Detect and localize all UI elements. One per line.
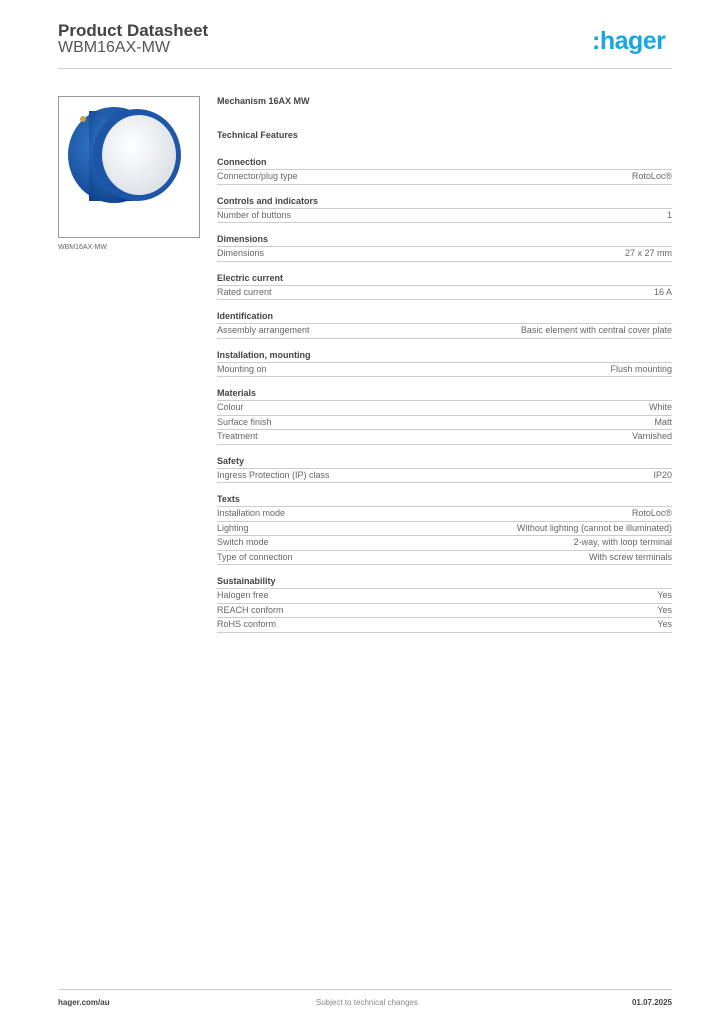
spec-label: Dimensions [217, 248, 265, 258]
footer-note: Subject to technical changes [316, 998, 418, 1007]
spec-value: Yes [657, 604, 672, 615]
footer-divider [58, 989, 672, 990]
spec-row: Type of connection With screw terminals [217, 551, 672, 565]
section-heading: Safety [217, 455, 672, 469]
spec-value: 2-way, with loop terminal [573, 537, 672, 547]
spec-label: Ingress Protection (IP) class [217, 469, 330, 480]
spec-row: REACH conform Yes [217, 604, 672, 618]
section-heading: Connection [217, 156, 672, 170]
spec-row: Mounting on Flush mounting [217, 363, 672, 377]
spec-row: Assembly arrangement Basic element with c… [217, 324, 672, 339]
spec-label: Halogen free [217, 590, 269, 600]
spec-value: With screw terminals [588, 551, 672, 562]
spec-label: Treatment [217, 431, 258, 441]
spec-label: Mounting on [217, 363, 267, 374]
spec-label: Rated current [217, 286, 272, 297]
product-name: Mechanism 16AX MW [217, 96, 310, 106]
footer-website[interactable]: hager.com/au [58, 998, 110, 1007]
section-heading: Electric current [217, 272, 672, 286]
spec-row: Number of buttons 1 [217, 209, 672, 223]
spec-row: Colour White [217, 401, 672, 416]
spec-value: IP20 [653, 469, 672, 480]
spec-row: Ingress Protection (IP) class IP20 [217, 469, 672, 483]
section-heading: Controls and indicators [217, 195, 672, 209]
spec-label: Installation mode [217, 508, 286, 518]
section-heading: Dimensions [217, 233, 672, 247]
spec-row: Lighting Without lighting (cannot be illu… [217, 522, 672, 536]
spec-label: Surface finish [217, 416, 272, 427]
spec-row: Connector/plug type RotoLoc® [217, 170, 672, 185]
product-image [58, 96, 200, 238]
spec-label: Number of buttons [217, 209, 292, 220]
page-title: Product Datasheet [58, 21, 209, 40]
spec-value: Yes [657, 590, 672, 600]
hager-logo: :hager [592, 27, 666, 55]
spec-value: RotoLoc® [631, 171, 672, 181]
spec-row: Surface finish Matt [217, 416, 672, 430]
spec-value: 16 A [653, 286, 672, 297]
spec-value: Basic element with central cover plate [520, 325, 672, 335]
footer-date: 01.07.2025 [631, 998, 672, 1007]
spec-value: Yes [657, 619, 672, 629]
spec-value: White [648, 402, 672, 412]
specs-column: Mechanism 16AX MW Technical Features Con… [217, 96, 672, 643]
spec-row: Switch mode 2-way, with loop terminal [217, 536, 672, 551]
spec-row: Treatment Varnished [217, 430, 672, 445]
spec-row: Installation mode RotoLoc® [217, 507, 672, 522]
spec-value: 1 [666, 209, 672, 220]
spec-label: REACH conform [217, 604, 284, 615]
section-heading: Installation, mounting [217, 349, 672, 363]
spec-label: Assembly arrangement [217, 325, 310, 335]
section-heading: Sustainability [217, 575, 672, 589]
section-heading: Texts [217, 493, 672, 507]
header-divider [58, 68, 672, 69]
spec-label: Colour [217, 402, 244, 412]
spec-label: Lighting [217, 522, 249, 533]
spec-value: RotoLoc® [631, 508, 672, 518]
spec-label: Connector/plug type [217, 171, 298, 181]
spec-row: RoHS conform Yes [217, 618, 672, 633]
spec-row: Rated current 16 A [217, 286, 672, 300]
spec-label: RoHS conform [217, 619, 277, 629]
spec-row: Dimensions 27 x 27 mm [217, 247, 672, 262]
section-heading: Materials [217, 387, 672, 401]
product-code: WBM16AX-MW [58, 39, 170, 56]
spec-value: Flush mounting [610, 363, 672, 374]
spec-label: Type of connection [217, 551, 293, 562]
spec-value: Varnished [632, 431, 672, 441]
spec-value: Without lighting (cannot be illuminated) [516, 522, 672, 533]
spec-row: Halogen free Yes [217, 589, 672, 604]
technical-features-heading: Technical Features [217, 130, 298, 140]
image-caption: WBM16AX-MW [58, 244, 107, 251]
spec-value: 27 x 27 mm [624, 248, 672, 258]
spec-label: Switch mode [217, 537, 269, 547]
spec-value: Matt [654, 416, 672, 427]
section-heading: Identification [217, 310, 672, 324]
